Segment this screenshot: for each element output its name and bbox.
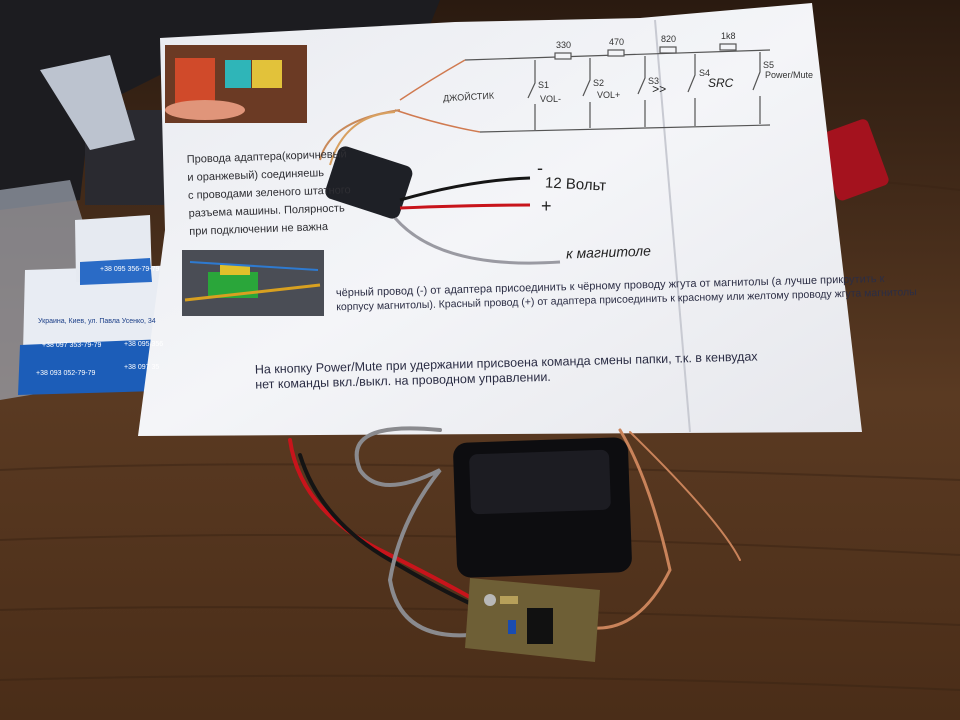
laptop-left (0, 0, 440, 210)
harness-photo (182, 250, 324, 316)
pcb-board (465, 578, 600, 662)
switch-s2-label: VOL+ (597, 90, 621, 100)
red-marker (816, 119, 889, 201)
switch-s1-label: VOL- (540, 94, 562, 104)
switch-s1-id: S1 (538, 80, 550, 90)
switch-s5-label: Power/Mute (765, 70, 814, 80)
connector-photo (165, 45, 307, 123)
resistor-r2: 470 (609, 37, 625, 47)
resistor-r4: 1k8 (721, 31, 736, 41)
paper-scrap (40, 55, 135, 150)
switch-s3-id: S3 (648, 76, 660, 86)
switch-s2-id: S2 (593, 78, 605, 88)
voltage-label: 12 Вольт (544, 174, 607, 195)
card-phone: +38 095 356 (124, 341, 164, 348)
plus-sign: + (541, 196, 552, 216)
schematic-arrows (394, 59, 481, 133)
card-address: Украина, Киев, ул. Павла Усенко, 34 (38, 318, 156, 325)
radio-label: к магнитоле (565, 242, 652, 262)
adapter-box-picture (319, 109, 561, 265)
card-phone: +38 097 353-79-79 (42, 342, 102, 349)
schematic (464, 43, 771, 133)
battery-holder (453, 437, 632, 578)
resistor-r3: 820 (661, 34, 677, 44)
switch-s3-label: >> (652, 82, 667, 96)
wood-grain (0, 175, 960, 691)
table-wires (288, 426, 741, 638)
card-phone: +38 097 35 (124, 364, 160, 371)
minus-sign: - (537, 158, 543, 178)
sheet-fold (654, 19, 691, 433)
resistor-r1: 330 (556, 40, 572, 50)
switch-s4-label: SRC (708, 76, 734, 90)
switch-s4-id: S4 (699, 68, 711, 78)
card-phone: +38 093 052-79-79 (36, 370, 96, 377)
adapter-note: Провода адаптера(коричневый и оранжевый)… (186, 145, 352, 241)
card-phone: +38 095 356-79-79 (100, 266, 160, 273)
switch-s5-id: S5 (763, 60, 775, 70)
